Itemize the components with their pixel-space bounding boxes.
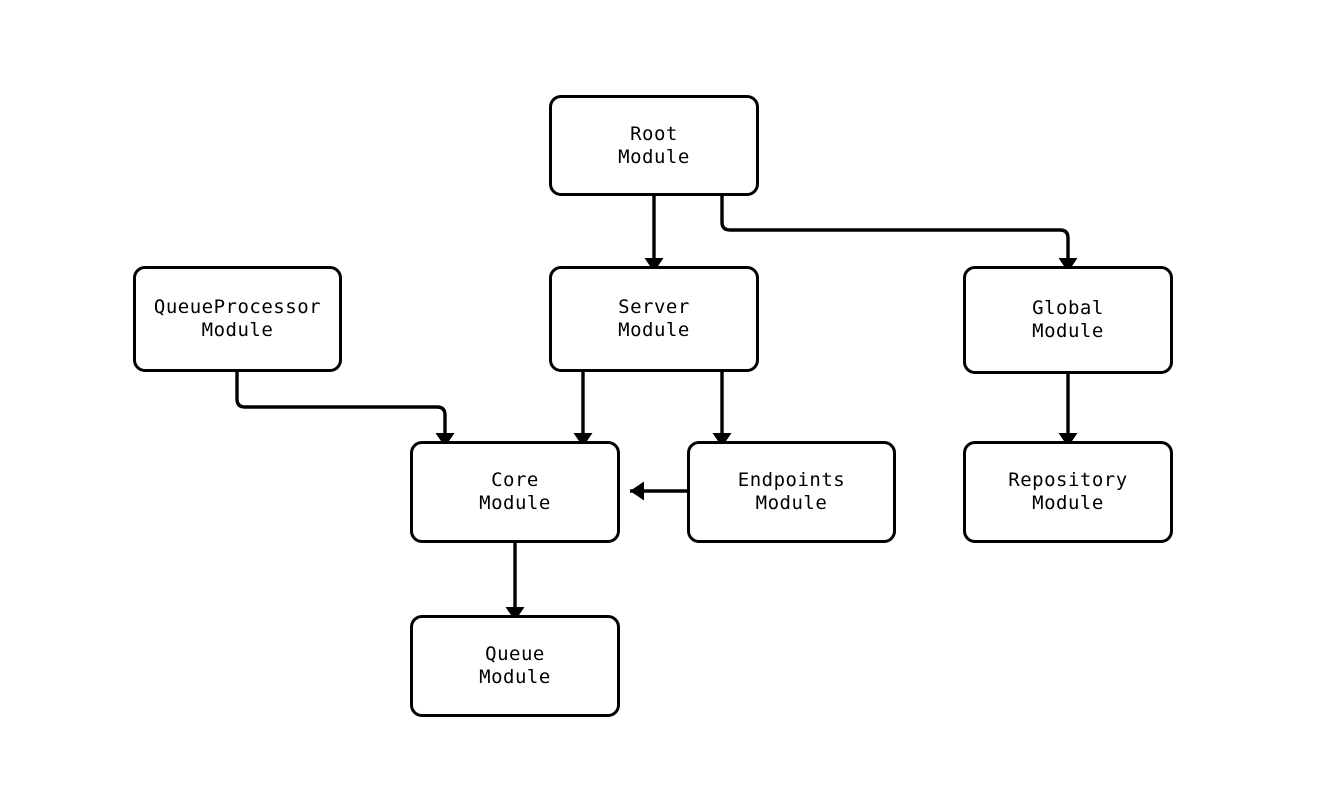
endpoints-module-label: Endpoints Module — [737, 469, 846, 514]
queueprocessor-module-node[interactable]: QueueProcessor Module — [133, 266, 342, 372]
queue-module-label: Queue Module — [479, 643, 551, 688]
edge-queueprocessor-to-core — [235, 372, 447, 433]
root-module-node[interactable]: Root Module — [549, 95, 759, 196]
edge-queueprocessor-to-core-arrowhead — [435, 433, 455, 447]
edge-global-to-repository-arrowhead — [1058, 433, 1078, 447]
server-module-node[interactable]: Server Module — [549, 266, 759, 372]
edge-root-to-server-arrowhead — [644, 258, 664, 272]
queue-module-node[interactable]: Queue Module — [410, 615, 620, 717]
root-module-label: Root Module — [618, 122, 690, 168]
edge-server-to-core-arrowhead — [573, 433, 593, 447]
edge-server-to-endpoints-arrowhead — [712, 433, 732, 447]
edge-root-to-global — [720, 196, 1070, 258]
core-module-node[interactable]: Core Module — [410, 441, 620, 543]
edge-core-to-queue-arrowhead — [505, 607, 525, 621]
repository-module-label: Repository Module — [1008, 469, 1128, 514]
endpoints-module-node[interactable]: Endpoints Module — [687, 441, 896, 543]
repository-module-node[interactable]: Repository Module — [963, 441, 1173, 543]
server-module-label: Server Module — [618, 296, 690, 341]
queueprocessor-module-label: QueueProcessor Module — [153, 296, 322, 341]
global-module-label: Global Module — [1032, 297, 1104, 342]
edge-endpoints-to-core-arrowhead — [630, 481, 644, 501]
global-module-node[interactable]: Global Module — [963, 266, 1173, 374]
core-module-label: Core Module — [479, 469, 551, 514]
edge-root-to-global-arrowhead — [1058, 258, 1078, 272]
